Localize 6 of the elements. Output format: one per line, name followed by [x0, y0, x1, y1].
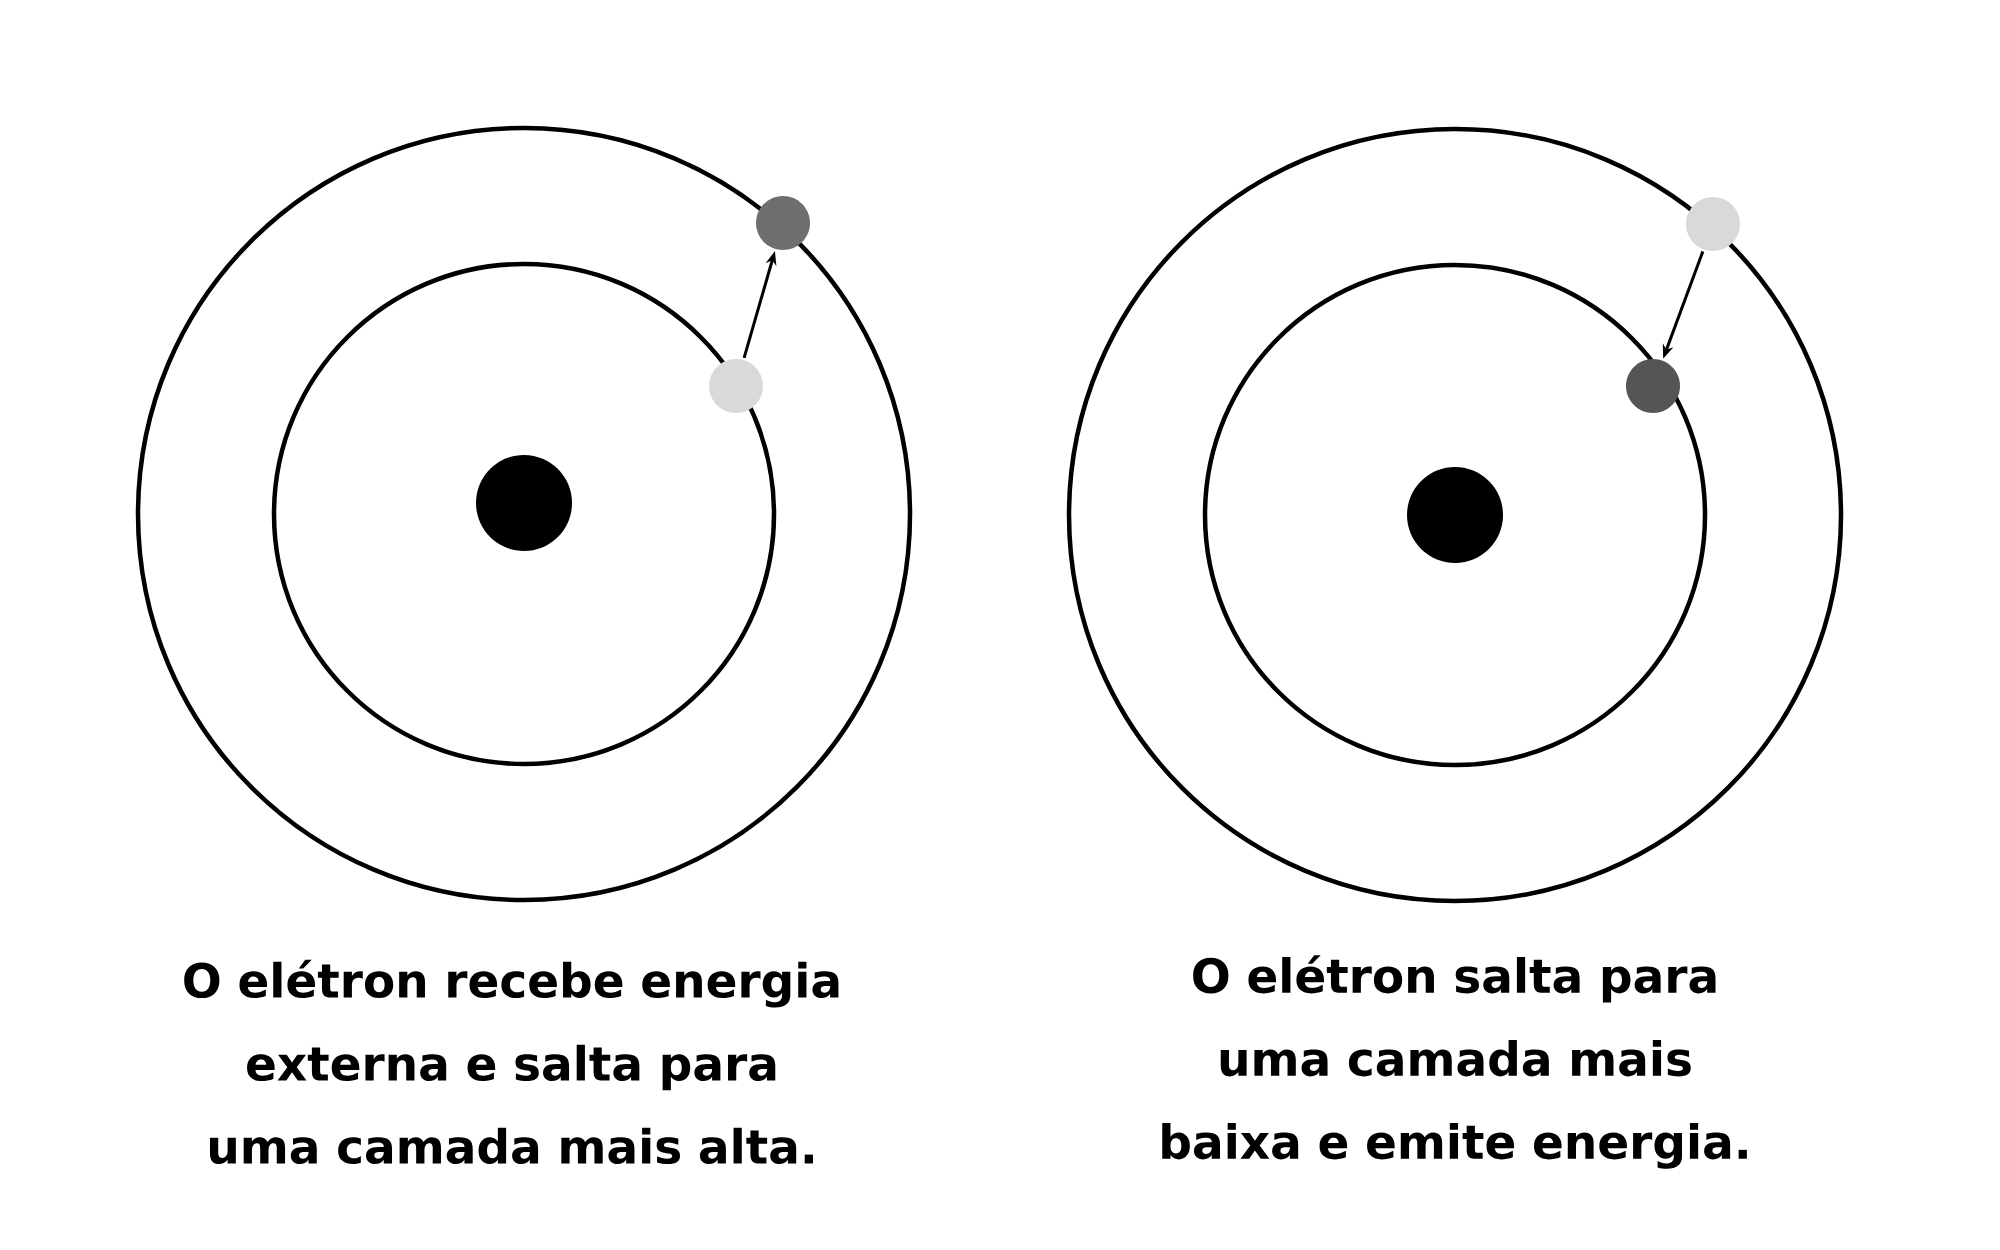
electron [709, 359, 763, 413]
electron [1626, 359, 1680, 413]
caption: O elétron salta para uma camada mais baixa e emite energia. [1162, 955, 1747, 1169]
caption: O elétron recebe energia externa e salta para uma camada mais alta. [184, 959, 839, 1165]
electron [756, 196, 810, 250]
electron [1686, 197, 1740, 251]
